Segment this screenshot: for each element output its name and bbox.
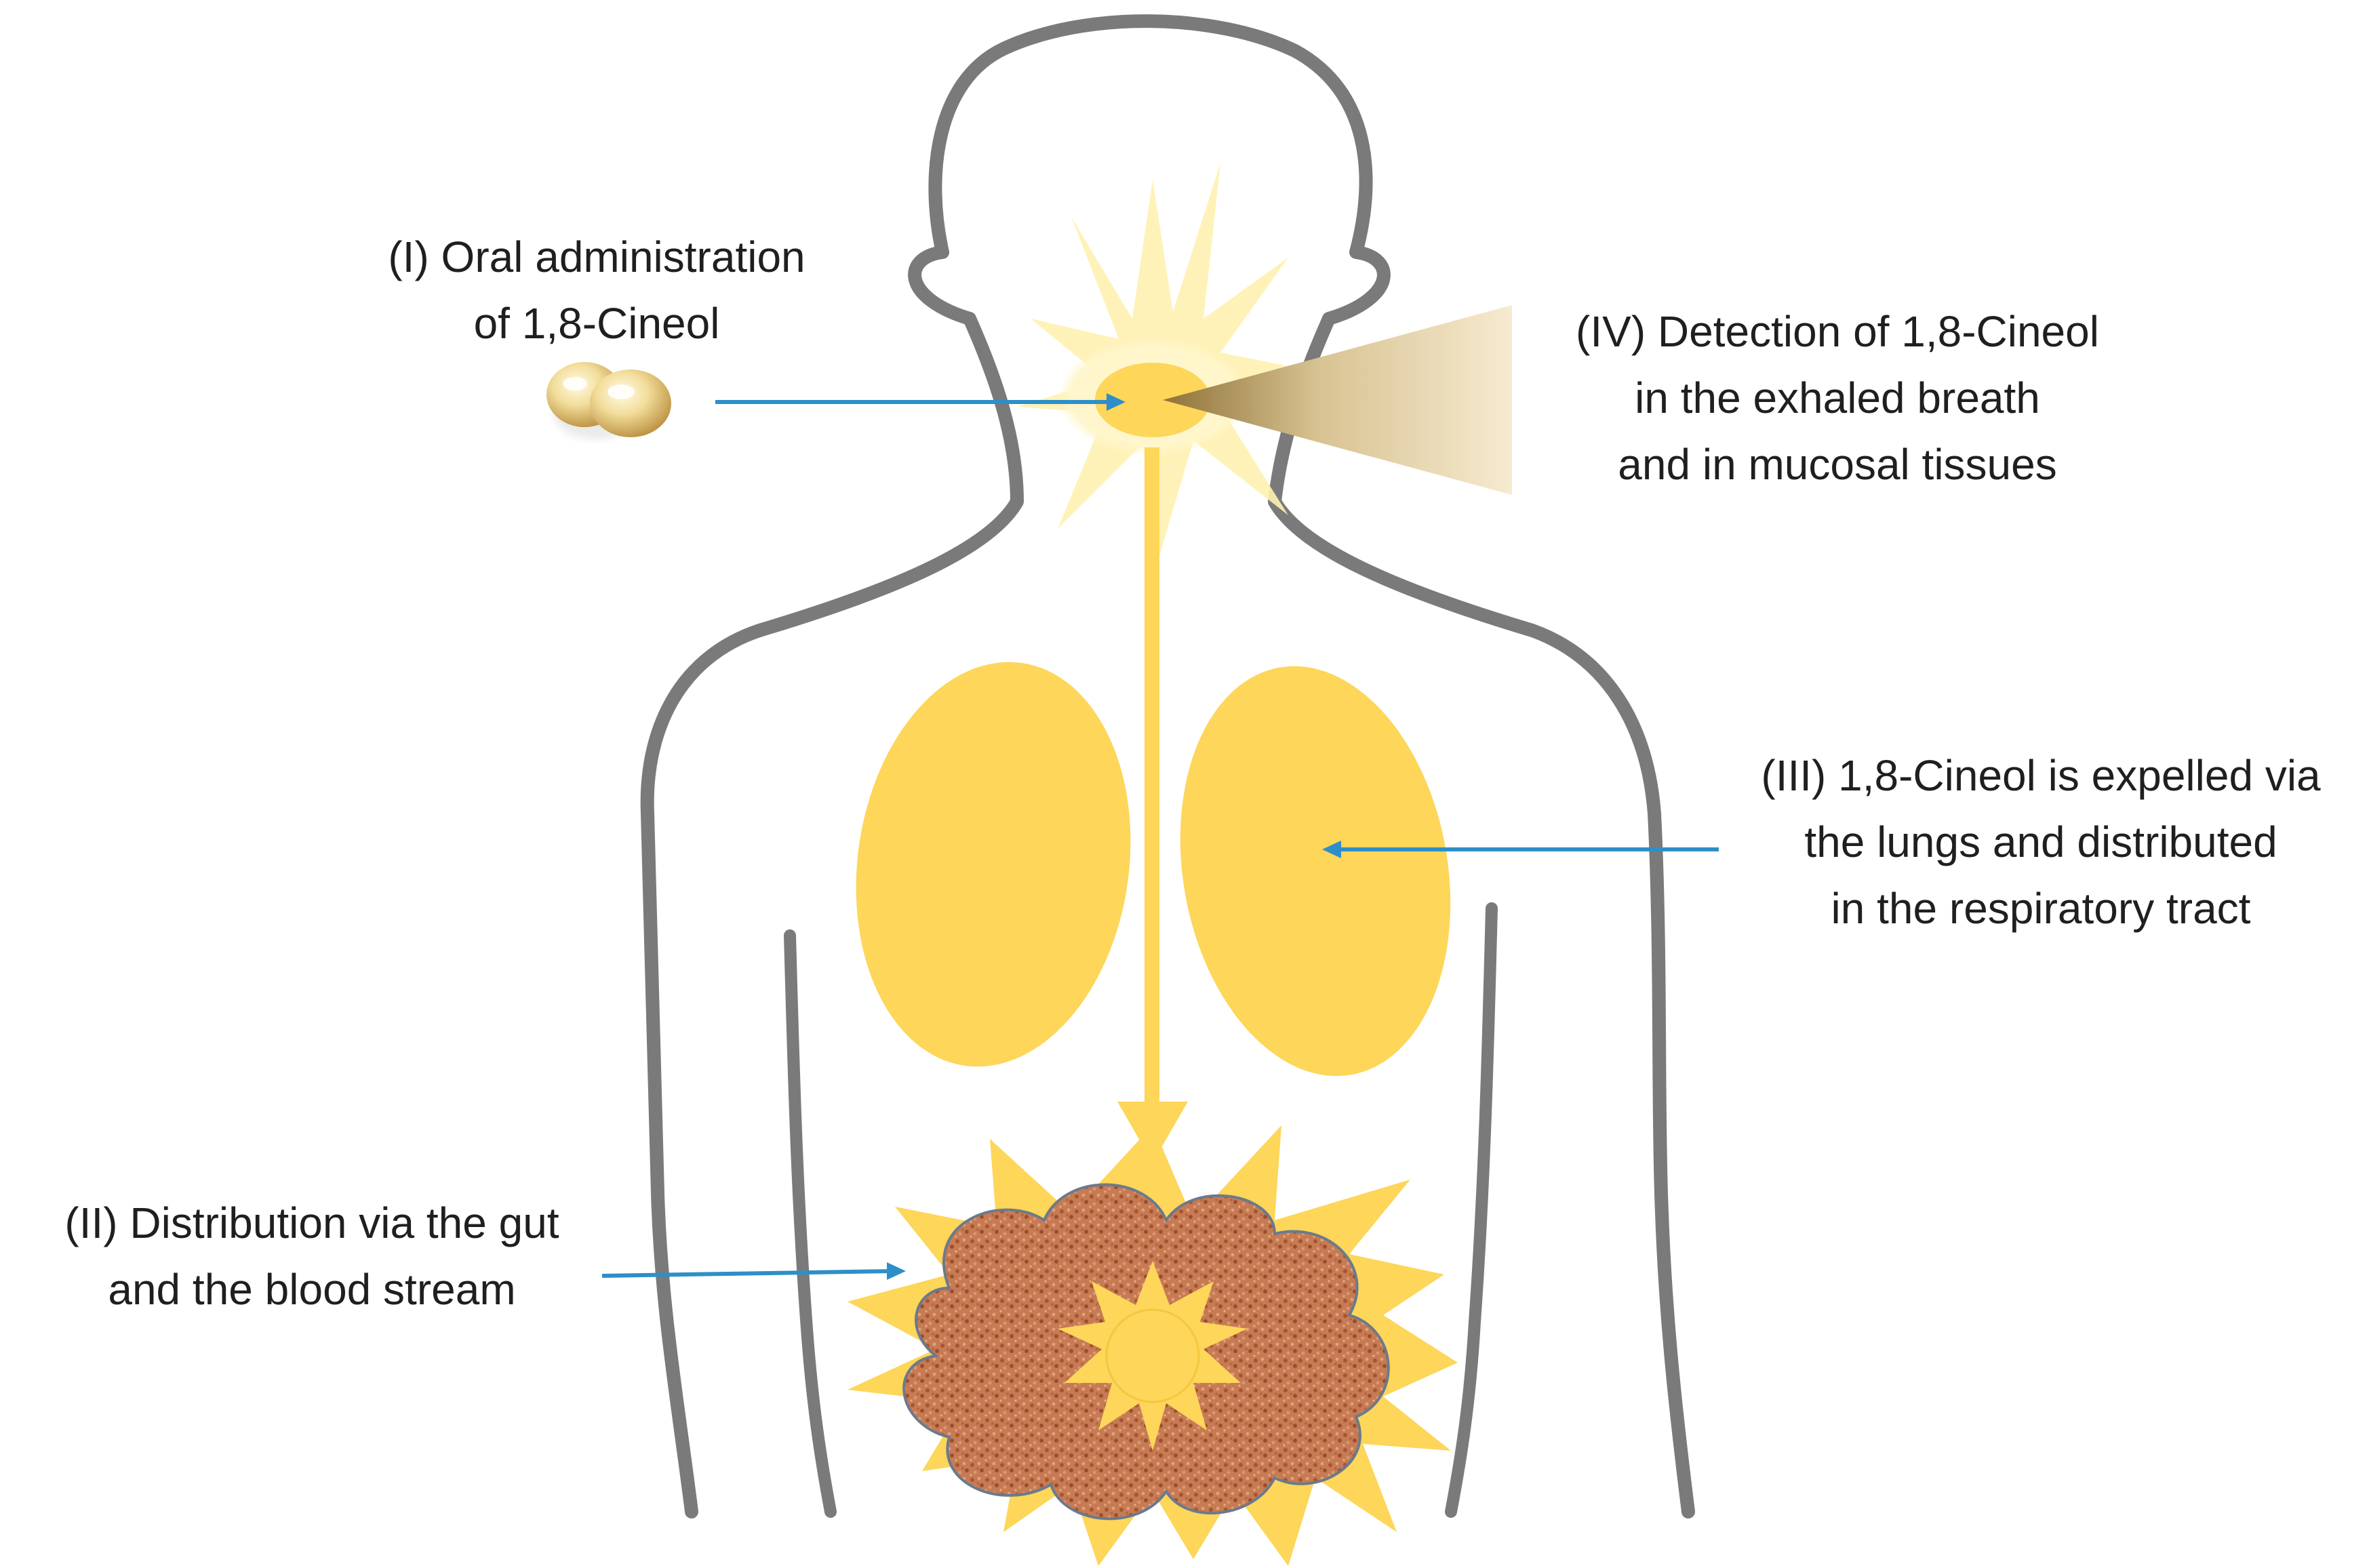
- gut-inner-sun-core: [1105, 1308, 1200, 1403]
- body-outline-left: [640, 245, 1024, 1519]
- right-lung: [1180, 666, 1451, 1077]
- softgel-capsules-icon: [546, 362, 671, 439]
- left-lung: [856, 662, 1131, 1067]
- step1-label: (I) Oral administration of 1,8-Cineol: [325, 224, 868, 357]
- arrow-to-right-lung: [1322, 841, 1719, 858]
- step3-line2: the lungs and distributed: [1804, 818, 2277, 866]
- exhaled-breath-cone-icon: [1163, 305, 1512, 495]
- step2-line2: and the blood stream: [108, 1265, 516, 1314]
- step1-line1: (I) Oral administration: [388, 233, 805, 281]
- vertical-flow-line: [1144, 447, 1159, 1112]
- step3-line3: in the respiratory tract: [1831, 884, 2251, 933]
- step4-line3: and in mucosal tissues: [1618, 440, 2057, 489]
- step1-line2: of 1,8-Cineol: [473, 299, 720, 348]
- step4-label: (IV) Detection of 1,8-Cineol in the exha…: [1512, 298, 2163, 498]
- body-outline: [928, 14, 1695, 1519]
- arrow-oral-to-throat: [715, 393, 1126, 411]
- step2-line1: (II) Distribution via the gut: [64, 1199, 559, 1247]
- throat-spot: [1095, 363, 1210, 437]
- step3-line1: (III) 1,8-Cineol is expelled via: [1761, 751, 2321, 800]
- step4-line1: (IV) Detection of 1,8-Cineol: [1576, 307, 2099, 356]
- step4-line2: in the exhaled breath: [1635, 374, 2040, 422]
- right-arm-inner-line: [1445, 902, 1498, 1518]
- left-arm-inner-line: [784, 929, 837, 1518]
- step2-label: (II) Distribution via the gut and the bl…: [14, 1190, 610, 1323]
- arrow-to-gut: [601, 1262, 906, 1280]
- step3-label: (III) 1,8-Cineol is expelled via the lun…: [1715, 742, 2366, 942]
